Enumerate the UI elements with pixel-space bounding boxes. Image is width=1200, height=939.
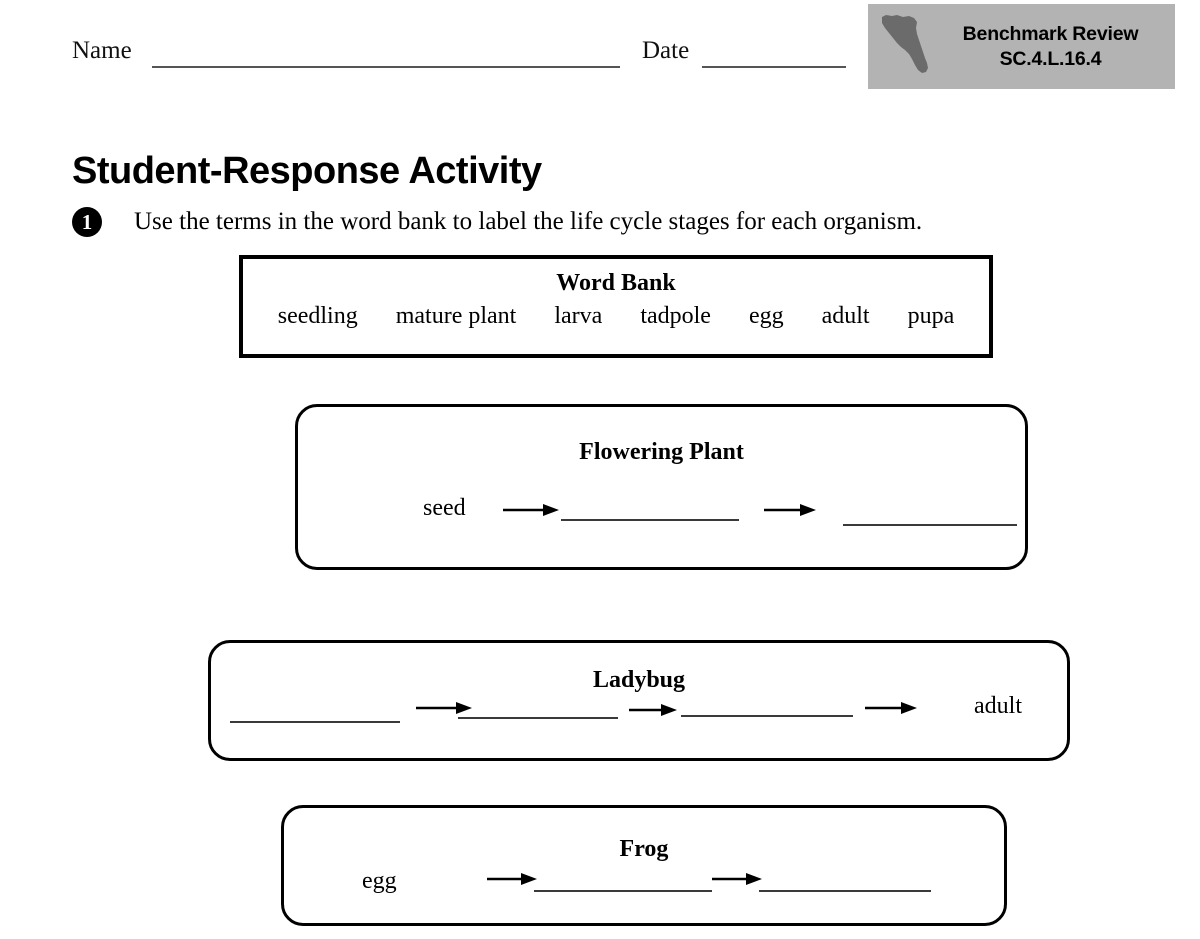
word-bank-term-mature-plant[interactable]: mature plant (395, 303, 517, 330)
lifecycle-title-ladybug: Ladybug (592, 667, 686, 693)
name-date-row: Name Date (0, 0, 1200, 92)
lifecycle-answer-blank-1[interactable] (534, 890, 712, 892)
page-title: Student-Response Activity (72, 150, 542, 193)
question-number-badge: 1 (72, 207, 102, 237)
word-bank-term-pupa[interactable]: pupa (907, 303, 955, 330)
lifecycle-box-flowering-plant: Flowering Plant seed (295, 404, 1028, 570)
lifecycle-answer-blank-1[interactable] (561, 519, 739, 521)
right-arrow-icon (629, 703, 677, 717)
name-label: Name (72, 37, 132, 64)
word-bank-term-larva[interactable]: larva (554, 303, 603, 330)
word-bank-term-list: seedling mature plant larva tadpole egg … (243, 303, 989, 329)
lifecycle-answer-blank-2[interactable] (458, 717, 618, 719)
right-arrow-icon (764, 503, 816, 517)
benchmark-title: Benchmark Review (962, 22, 1139, 45)
question-instruction-text: Use the terms in the word bank to label … (134, 208, 923, 235)
lifecycle-box-frog: Frog egg (281, 805, 1007, 926)
word-bank-term-tadpole[interactable]: tadpole (640, 303, 711, 330)
date-write-in-line[interactable] (702, 66, 846, 68)
word-bank-term-egg[interactable]: egg (748, 303, 784, 330)
lifecycle-box-ladybug: Ladybug adult (208, 640, 1070, 761)
lifecycle-answer-blank-2[interactable] (843, 524, 1017, 526)
right-arrow-icon (712, 872, 762, 886)
lifecycle-stage-word-seed: seed (423, 495, 466, 521)
lifecycle-title-flowering-plant: Flowering Plant (579, 439, 744, 465)
benchmark-review-banner: Benchmark Review SC.4.L.16.4 (868, 4, 1175, 89)
right-arrow-icon (865, 701, 917, 715)
right-arrow-icon (503, 503, 559, 517)
florida-state-map-icon (876, 9, 938, 79)
lifecycle-answer-blank-3[interactable] (681, 715, 853, 717)
benchmark-code: SC.4.L.16.4 (999, 47, 1102, 70)
word-bank-title: Word Bank (556, 270, 676, 296)
date-label: Date (642, 37, 690, 64)
lifecycle-stage-word-adult: adult (974, 693, 1022, 719)
word-bank-term-seedling[interactable]: seedling (277, 303, 358, 330)
lifecycle-answer-blank-2[interactable] (759, 890, 931, 892)
right-arrow-icon (416, 701, 472, 715)
question-1-row: 1 Use the terms in the word bank to labe… (72, 205, 1132, 245)
name-write-in-line[interactable] (152, 66, 620, 68)
word-bank-box: Word Bank seedling mature plant larva ta… (239, 255, 993, 358)
lifecycle-answer-blank-1[interactable] (230, 721, 400, 723)
word-bank-term-adult[interactable]: adult (821, 303, 870, 330)
right-arrow-icon (487, 872, 537, 886)
lifecycle-stage-word-egg: egg (362, 868, 397, 894)
benchmark-banner-text: Benchmark Review SC.4.L.16.4 (938, 22, 1175, 72)
lifecycle-title-frog: Frog (619, 836, 669, 862)
